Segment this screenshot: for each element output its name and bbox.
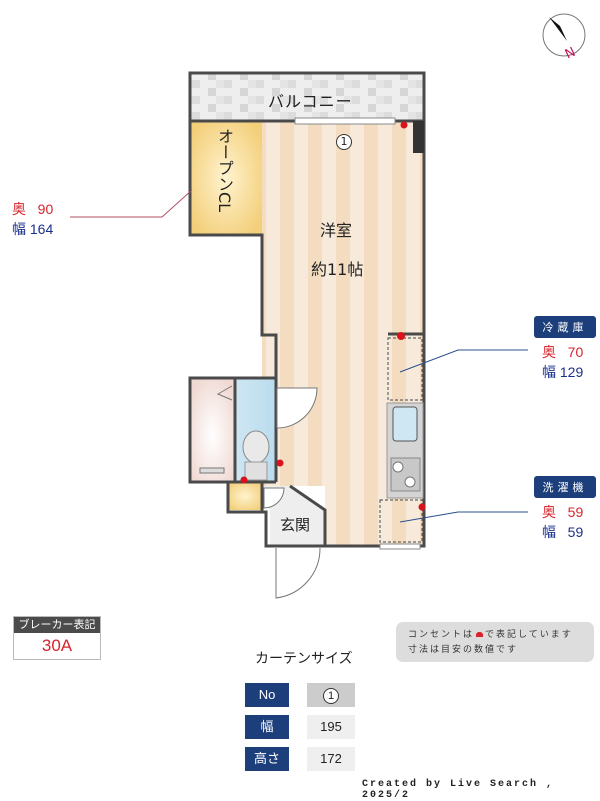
breaker-box: ブレーカー表記 30A xyxy=(13,616,101,660)
washer-info: 洗濯機 奥 59 幅 59 xyxy=(534,476,596,542)
room-name: 洋室 xyxy=(320,221,353,240)
curtain-title: カーテンサイズ xyxy=(255,651,353,667)
washer-tag: 洗濯機 xyxy=(534,476,596,498)
fridge-info: 冷蔵庫 奥 70 幅 129 xyxy=(534,316,596,382)
western-room xyxy=(262,121,424,546)
floorplan xyxy=(70,71,528,599)
storage xyxy=(228,482,262,510)
breaker-title: ブレーカー表記 xyxy=(14,617,100,633)
outlet-icon xyxy=(476,632,484,637)
entrance-label: 玄関 xyxy=(280,516,311,534)
balcony-label: バルコニー xyxy=(268,92,353,111)
washroom xyxy=(190,378,235,482)
closet-label: オープンCL xyxy=(215,128,234,213)
note-box: コンセントはで表記しています 寸法は目安の数値です xyxy=(396,622,594,662)
open-closet xyxy=(190,121,262,235)
breaker-value: 30A xyxy=(41,636,73,655)
curtain-marker: 1 xyxy=(336,130,352,150)
window-number: 1 xyxy=(336,134,352,150)
room-size: 約11帖 xyxy=(311,260,364,279)
fridge-tag: 冷蔵庫 xyxy=(534,316,596,338)
footer-credit: Created by Live Search , 2025/2 xyxy=(362,779,555,801)
closet-dims: 奥 90 幅 164 xyxy=(12,201,54,237)
